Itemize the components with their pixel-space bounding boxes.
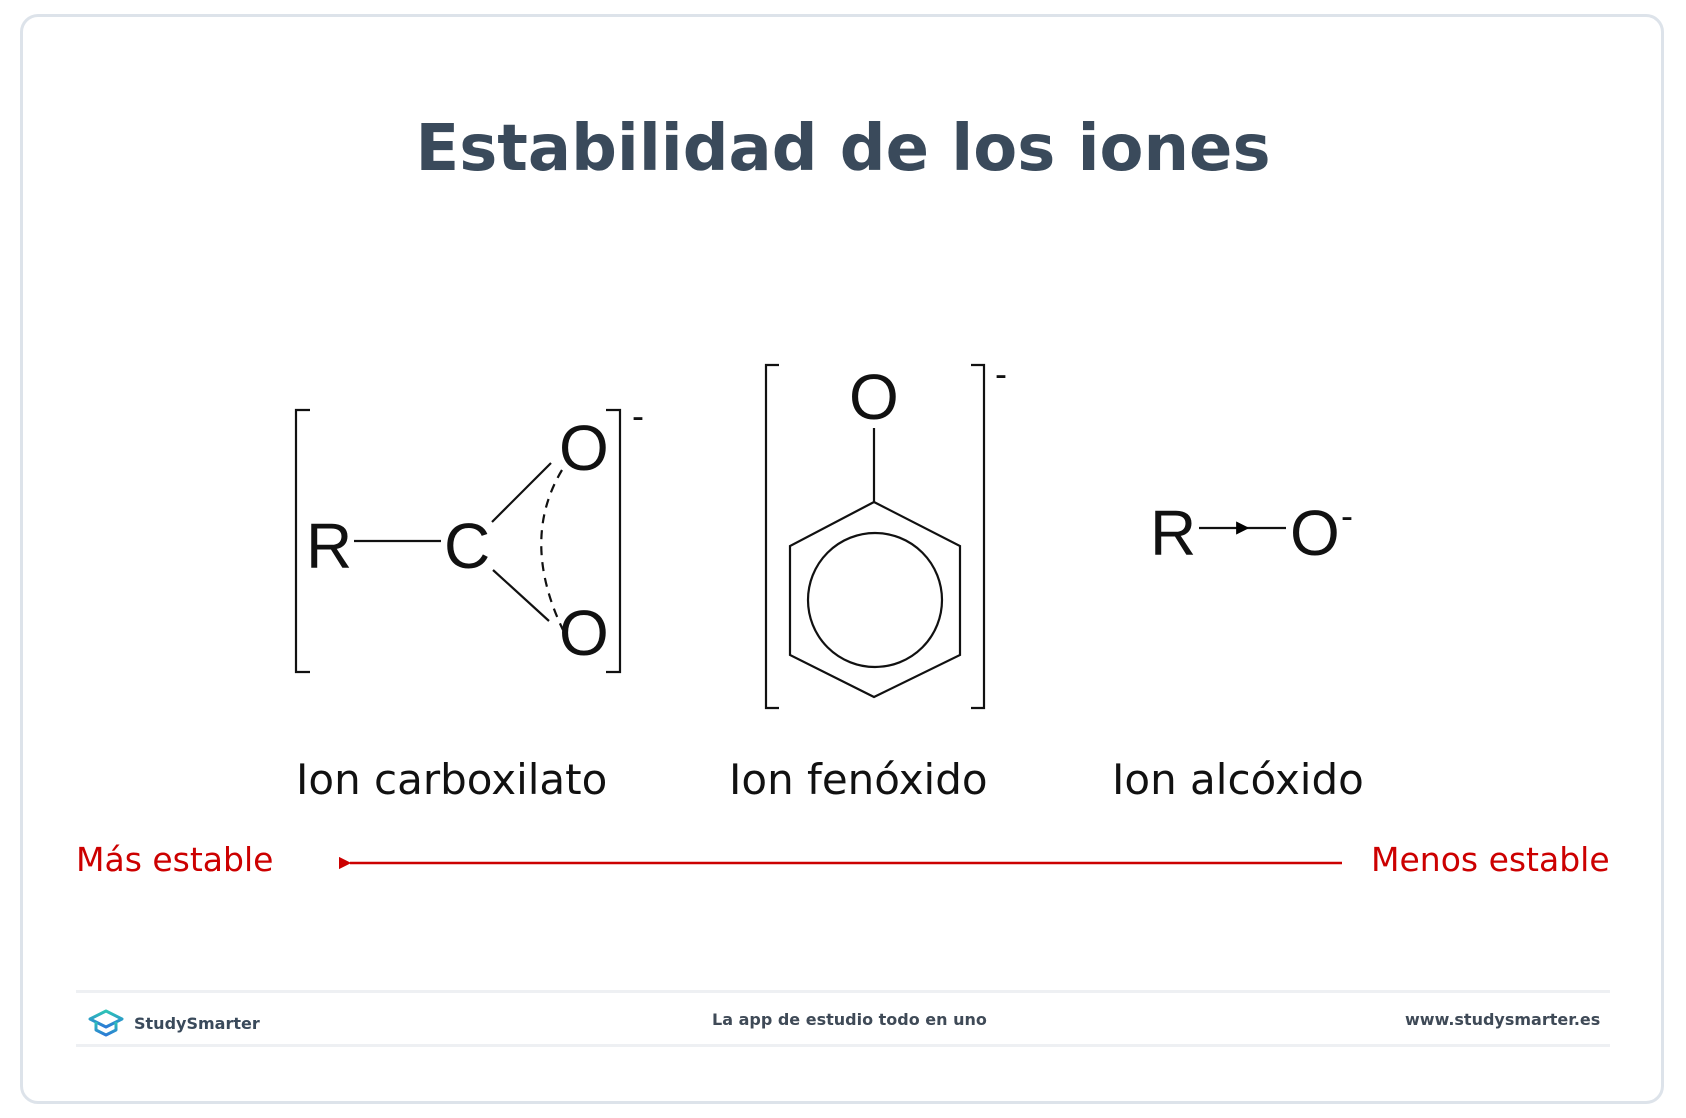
cube-logo-icon [88,1009,124,1037]
benzene-ring [788,500,962,699]
more-stable-label: Más estable [76,840,274,879]
atom-o-top: O [559,412,609,484]
brand-name: StudySmarter [134,1013,260,1033]
atom-c: C [444,510,490,582]
carboxylate-atoms: R C O O - [306,395,644,669]
label-alkoxide: Ion alcóxido [1112,755,1364,804]
delocalized-bond [540,469,564,631]
c-o-top-bond [491,462,552,523]
c-o-bottom-bond [492,569,550,622]
alkoxide-atoms: R O - [1150,495,1353,569]
carboxylate-structure [294,408,622,674]
footer-divider-bottom [76,1044,1610,1047]
charge-minus: - [995,353,1007,394]
charge-minus: - [1341,495,1353,536]
label-carboxylate: Ion carboxilato [296,755,608,804]
less-stable-label: Menos estable [1371,840,1610,879]
phenoxide-structure [764,363,986,710]
footer-website-link[interactable]: www.studysmarter.es [1405,1010,1601,1029]
atom-r: R [306,510,352,582]
aromatic-circle [806,531,944,669]
footer-tagline: La app de estudio todo en uno [712,1010,987,1029]
left-bracket [294,408,310,674]
charge-minus: - [632,395,644,436]
page-title: Estabilidad de los iones [415,112,1271,186]
atom-r: R [1150,497,1196,569]
atom-o: O [1290,497,1340,569]
left-bracket [764,363,779,710]
atom-o-bottom: O [559,597,609,669]
right-bracket [971,363,986,710]
label-phenoxide: Ion fenóxido [729,755,988,804]
atom-o: O [849,361,899,433]
right-bracket [606,408,622,674]
footer-divider-top [76,990,1610,993]
phenoxide-atoms: O - [849,353,1007,433]
studysmarter-logo[interactable]: StudySmarter [86,1008,260,1038]
card-frame [20,14,1664,1104]
